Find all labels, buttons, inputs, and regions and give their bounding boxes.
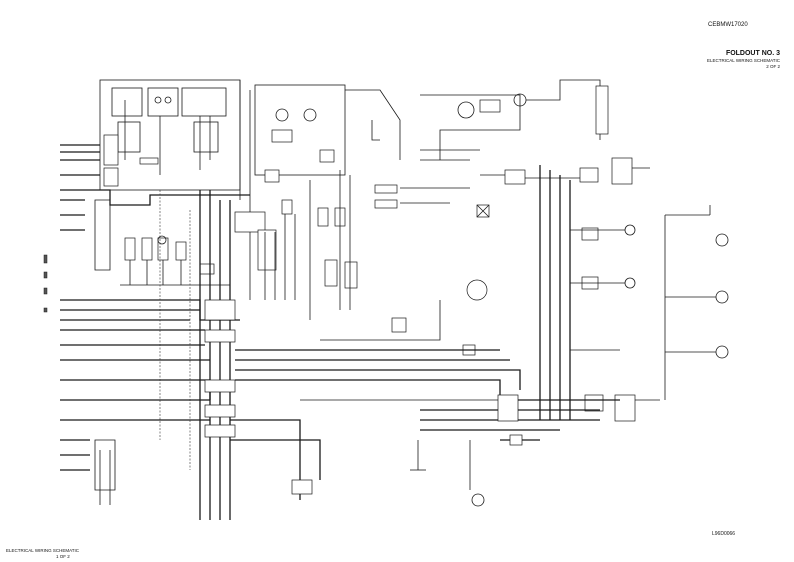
relay-cluster — [120, 235, 230, 286]
left-harness — [60, 144, 250, 505]
upper-middle-components — [234, 84, 401, 300]
switch-group — [309, 149, 490, 356]
footer-title: ELECTRICAL WIRING SCHEMATIC — [6, 548, 80, 553]
foldout-title: FOLDOUT NO. 3 — [725, 50, 780, 57]
lower-harness — [235, 300, 620, 507]
figure-code: L96D0066 — [712, 531, 736, 537]
document-id: CEBMW17020 — [708, 22, 748, 28]
schematic-subtitle: ELECTRICAL WIRING SCHEMATIC — [706, 58, 780, 63]
footer-sheet: 1 OF 2 — [56, 554, 70, 559]
sheet-number: 2 OF 2 — [766, 64, 780, 69]
center-harness — [159, 80, 321, 520]
top-center-components — [420, 79, 609, 185]
upper-left-panel — [99, 79, 241, 191]
left-marker-column — [43, 254, 48, 313]
right-harness — [539, 157, 729, 422]
